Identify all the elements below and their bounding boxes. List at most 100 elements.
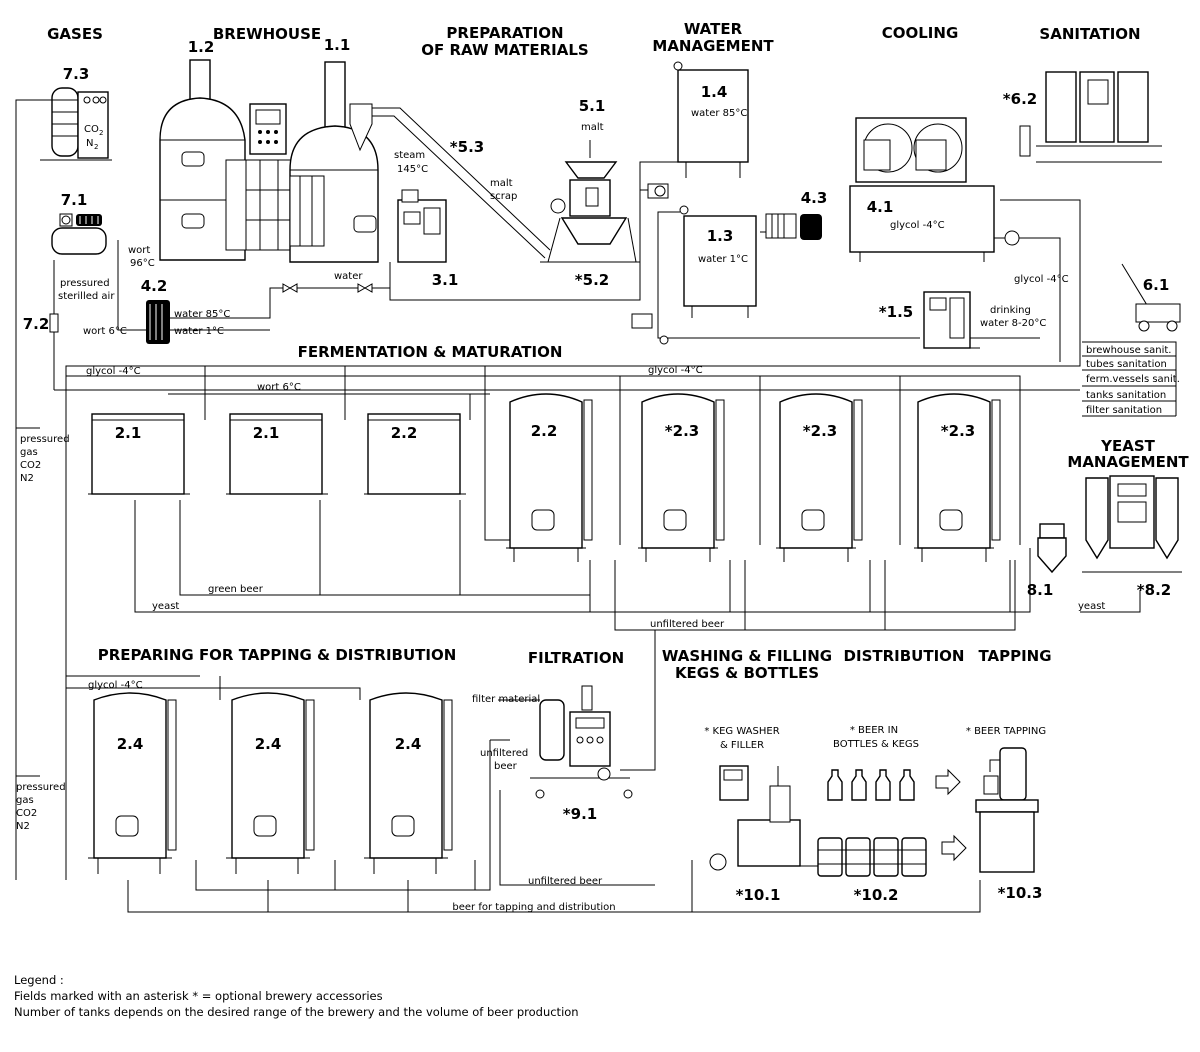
tank-2-3-a-label: *2.3 — [665, 422, 699, 440]
glycol-prep-label: glycol -4°C — [88, 680, 143, 691]
glycol-ferm-right-label: glycol -4°C — [648, 365, 703, 376]
section-filtration: FILTRATION — [528, 649, 624, 667]
sanitation-tanks-label: tanks sanitation — [1086, 390, 1166, 401]
open-fermenter-2-1-a: 2.1 — [88, 413, 190, 495]
equipment-1-3: 1.3 — [707, 227, 734, 245]
pressured-gas-2-label-line1: pressured — [16, 782, 66, 793]
equipment-4-2: 4.2 — [141, 277, 168, 295]
drinking-water-label-line1: drinking — [990, 305, 1031, 316]
beer-for-tapping-label: beer for tapping and distribution — [452, 902, 615, 913]
steam-temp-label: 145°C — [397, 164, 428, 175]
keg-washer-label-line1: * KEG WASHER — [704, 726, 779, 737]
water-85-label: water 85°C — [691, 108, 747, 119]
section-titles: GASES BREWHOUSE PREPARATION OF RAW MATER… — [47, 20, 1189, 682]
cold-water-tank-1-3: 1.3 water 1°C — [631, 205, 757, 345]
pressured-gas-label-line3: CO2 — [20, 460, 41, 471]
beer-in-label-line1: * BEER IN — [850, 725, 898, 736]
equipment-8-1: 8.1 — [1027, 581, 1054, 599]
brewhouse-control-panel — [245, 103, 293, 251]
yeast-left-label: yeast — [152, 601, 179, 612]
tank-2-3-a: *2.3 — [638, 393, 725, 562]
section-water-title: WATER — [684, 20, 743, 38]
yeast-propagator-8-1: 8.1 — [1027, 523, 1067, 599]
equipment-1-1: 1.1 — [324, 36, 351, 54]
unfiltered-beer-filter-label-line1: unfiltered — [480, 748, 528, 759]
section-yeast-subtitle: MANAGEMENT — [1067, 453, 1189, 471]
pressured-gas-2-label-line4: N2 — [16, 821, 30, 832]
equipment-1-2: 1.2 — [188, 38, 215, 56]
pump-1-4 — [647, 183, 669, 199]
bright-tank-2-4-a: 2.4 — [88, 692, 177, 874]
section-yeast-title: YEAST — [1100, 437, 1156, 455]
beer-in-label-line2: BOTTLES & KEGS — [833, 739, 919, 750]
equipment-4-1: 4.1 — [867, 198, 894, 216]
equipment-10-1: *10.1 — [736, 886, 781, 904]
legend-title: Legend : — [14, 973, 64, 987]
section-washing-title: WASHING & FILLING — [662, 647, 832, 665]
tank-2-2-a: 2.2 — [391, 424, 418, 442]
equipment-10-2: *10.2 — [854, 886, 899, 904]
wort-6-label: wort 6°C — [83, 326, 127, 337]
sanitation-ferm-label: ferm.vessels sanit. — [1086, 374, 1180, 385]
wort-6-ferm-label: wort 6°C — [257, 382, 301, 393]
malt-scrap-label-line1: malt — [490, 178, 513, 189]
tank-2-2-b: 2.2 — [531, 422, 558, 440]
section-preparation-title: PREPARATION — [446, 24, 563, 42]
sanitation-station-6-2: *6.2 — [1003, 71, 1162, 163]
section-brewhouse: BREWHOUSE — [213, 25, 321, 43]
equipment-8-2: *8.2 — [1137, 581, 1171, 599]
n2-label: N — [86, 138, 93, 149]
n2-subscript: 2 — [94, 143, 98, 151]
wort-label-line2: 96°C — [130, 258, 155, 269]
equipment-5-3: *5.3 — [450, 138, 484, 156]
sanitation-pump-6-1: 6.1 — [1121, 263, 1181, 332]
section-sanitation: SANITATION — [1039, 25, 1140, 43]
heat-exchanger-4-3: 4.3 — [765, 189, 827, 240]
sanitation-brewhouse-label: brewhouse sanit. — [1086, 345, 1171, 356]
bottles-and-kegs-10-2: *10.2 — [817, 768, 967, 904]
pressured-air-label-line2: sterilled air — [58, 291, 115, 302]
malt-scrap-label-line2: scrap — [490, 191, 517, 202]
open-fermenter-2-2: 2.2 — [364, 413, 466, 495]
equipment-7-3: 7.3 — [63, 65, 90, 83]
pressured-gas-label-line4: N2 — [20, 473, 34, 484]
filter-material-label: filter material — [472, 694, 540, 705]
legend-line-tanks: Number of tanks depends on the desired r… — [14, 1005, 579, 1019]
glycol-4-label: glycol -4°C — [890, 220, 945, 231]
tank-2-3-c-label: *2.3 — [941, 422, 975, 440]
wort-label-line1: wort — [128, 245, 150, 256]
wort-cooler-4-2: 4.2 — [141, 277, 170, 344]
steam-label: steam — [394, 150, 425, 161]
section-water-subtitle: MANAGEMENT — [652, 37, 774, 55]
keg-washer-10-1: *10.1 — [709, 765, 801, 904]
equipment-5-2: *5.2 — [575, 271, 609, 289]
green-beer-label: green beer — [208, 584, 264, 595]
tank-2-1-a: 2.1 — [115, 424, 142, 442]
beer-filter-9-1: *9.1 — [530, 685, 633, 823]
section-washing-subtitle: KEGS & BOTTLES — [675, 664, 819, 682]
co2-subscript: 2 — [99, 129, 103, 137]
equipment-6-1: 6.1 — [1143, 276, 1170, 294]
section-preparing: PREPARING FOR TAPPING & DISTRIBUTION — [98, 646, 457, 664]
section-gases: GASES — [47, 25, 103, 43]
tank-2-3-b-label: *2.3 — [803, 422, 837, 440]
section-fermentation: FERMENTATION & MATURATION — [298, 343, 563, 361]
equipment-3-1: 3.1 — [432, 271, 459, 289]
section-tapping: TAPPING — [978, 647, 1051, 665]
pressured-gas-label-line1: pressured — [20, 434, 70, 445]
tank-2-2-cylinder: 2.2 — [506, 393, 593, 562]
equipment-5-1: 5.1 — [579, 97, 606, 115]
water-label: water — [334, 271, 363, 282]
beer-tapping-10-3: *10.3 — [975, 747, 1042, 902]
co2-label: CO — [84, 124, 99, 135]
pressured-gas-2-label-line3: CO2 — [16, 808, 37, 819]
section-distribution: DISTRIBUTION — [844, 647, 965, 665]
air-filter-7-2: 7.2 — [23, 313, 59, 333]
brewhouse-valves — [282, 283, 373, 293]
tank-2-3-b: *2.3 — [776, 393, 863, 562]
drinking-water-label-line2: water 8-20°C — [980, 318, 1046, 329]
steam-generator-3-1: steam 145°C 3.1 — [394, 150, 458, 289]
glycol-unit-4-1: 4.1 glycol -4°C — [849, 117, 1020, 262]
equipment-1-5: *1.5 — [879, 303, 913, 321]
